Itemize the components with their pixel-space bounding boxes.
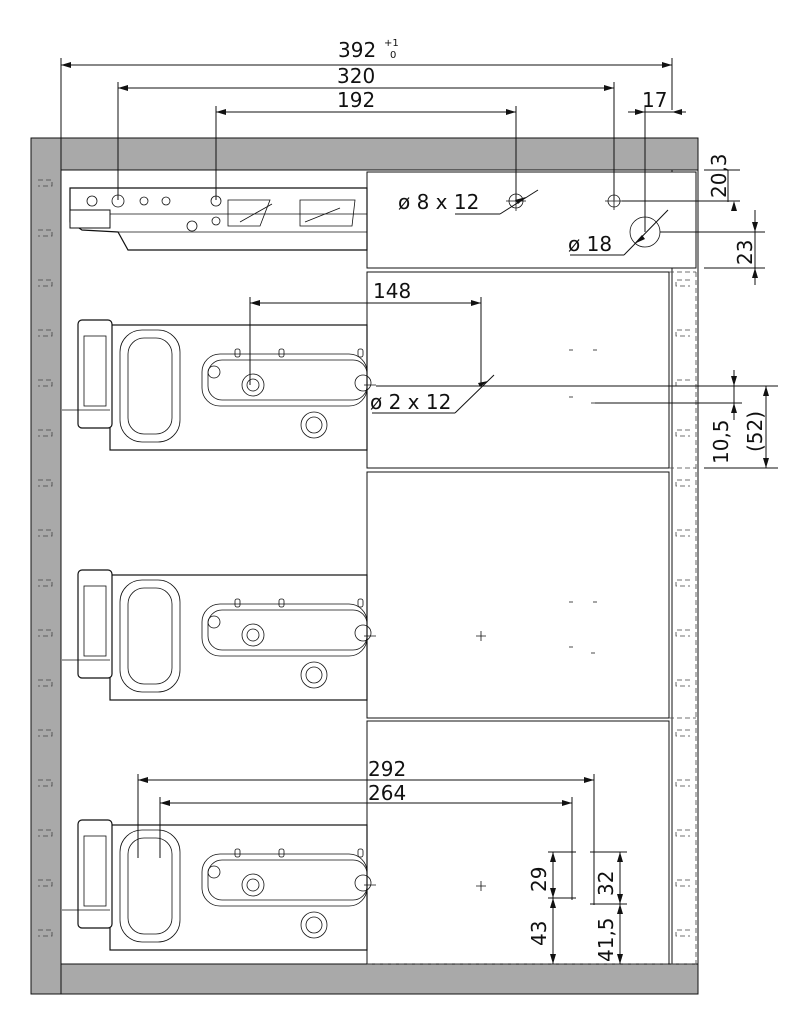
dim-29: 29 — [527, 867, 551, 892]
system-hole-mark — [675, 479, 690, 487]
dim-292: 292 — [368, 757, 406, 781]
dim-41-5: 41,5 — [594, 917, 618, 962]
dim-hole-2x12: ø 2 x 12 — [370, 390, 451, 414]
inner-drawer-top — [69, 187, 368, 251]
drawer-runner-2 — [62, 319, 372, 451]
system-hole-mark — [675, 579, 690, 587]
dim-32: 32 — [594, 871, 618, 896]
system-hole-mark — [38, 329, 53, 337]
dim-320: 320 — [337, 64, 375, 88]
system-hole-mark — [38, 779, 53, 787]
dim-overall-width: 392 — [338, 38, 376, 62]
dim-10-5: 10,5 — [709, 419, 733, 464]
system-hole-mark — [38, 229, 53, 237]
dim-hole-8x12: ø 8 x 12 — [398, 190, 479, 214]
system-hole-mark — [38, 579, 53, 587]
system-hole-mark — [38, 429, 53, 437]
system-hole-mark — [675, 629, 690, 637]
system-hole-mark — [675, 829, 690, 837]
dim-148: 148 — [373, 279, 411, 303]
system-hole-mark — [38, 929, 53, 937]
system-hole-mark — [675, 729, 690, 737]
dim-264: 264 — [368, 781, 406, 805]
system-hole-mark — [38, 279, 53, 287]
dim-52: (52) — [743, 411, 767, 452]
dim-tol-lower: 0 — [390, 50, 396, 61]
dim-hole-18: ø 18 — [568, 232, 612, 256]
system-hole-mark — [38, 629, 53, 637]
front-marks — [364, 349, 597, 891]
front-panel-3 — [366, 471, 670, 719]
system-hole-mark — [675, 529, 690, 537]
system-hole-mark — [38, 829, 53, 837]
system-hole-mark — [38, 529, 53, 537]
drawer-runner-3 — [62, 569, 372, 701]
system-hole-mark — [675, 679, 690, 687]
system-hole-mark — [38, 679, 53, 687]
system-hole-mark — [38, 729, 53, 737]
front-panels — [366, 171, 697, 965]
dim-tol-upper: +1 — [384, 38, 399, 49]
dim-23: 23 — [733, 240, 757, 265]
system-hole-mark — [675, 279, 690, 287]
drawer-runner-4 — [62, 819, 372, 951]
system-hole-mark — [38, 479, 53, 487]
dimension-labels: 392 +1 0 320 192 17 ø 8 x 12 ø 18 148 ø … — [337, 38, 767, 962]
front-panel-2 — [366, 271, 670, 469]
dim-192: 192 — [337, 88, 375, 112]
dim-43: 43 — [527, 921, 551, 946]
system-hole-mark — [38, 879, 53, 887]
system-hole-mark — [675, 779, 690, 787]
system-hole-mark — [675, 879, 690, 887]
system-hole-mark — [38, 179, 53, 187]
system-hole-mark — [675, 329, 690, 337]
dim-20-3: 20,3 — [707, 153, 731, 198]
dimension-lines — [60, 58, 778, 964]
dim-17: 17 — [642, 88, 667, 112]
system-hole-mark — [675, 429, 690, 437]
system-hole-mark — [675, 929, 690, 937]
front-panel-4 — [366, 720, 670, 965]
front-panel-1 — [366, 171, 697, 269]
system-hole-mark — [38, 379, 53, 387]
